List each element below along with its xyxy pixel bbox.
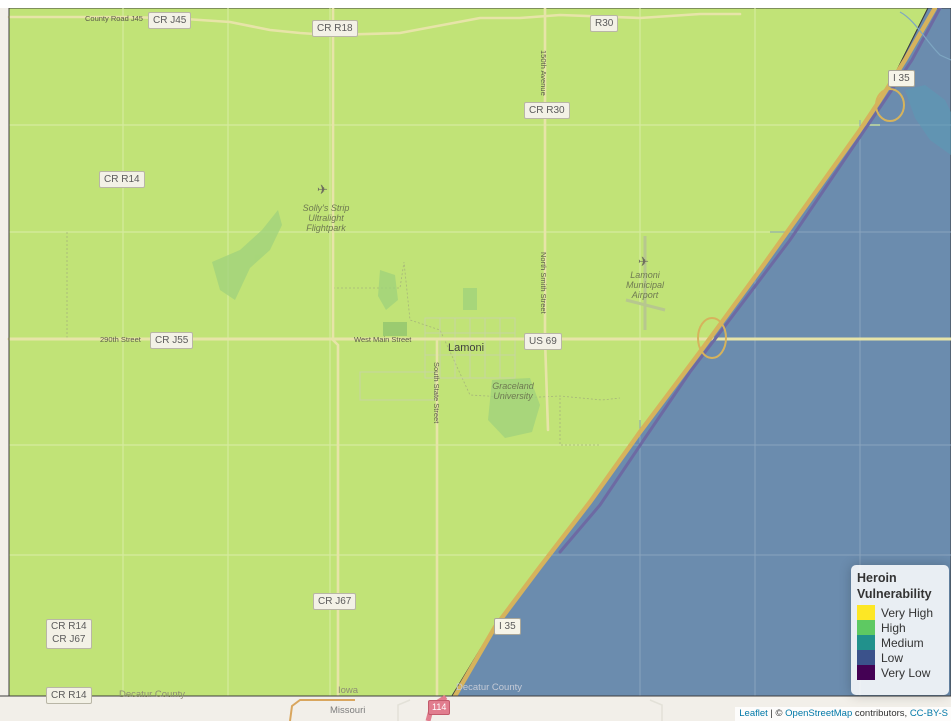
legend-title-line2: Vulnerability: [857, 587, 932, 601]
legend-label: Very High: [881, 605, 934, 620]
leaflet-link[interactable]: Leaflet: [739, 708, 768, 719]
legend-title-line1: Heroin: [857, 571, 897, 585]
shield-i35-north: I 35: [888, 70, 915, 87]
shield-cr-r18: CR R18: [312, 20, 358, 37]
attribution-contributors: contributors,: [852, 708, 910, 719]
attribution-sep: | ©: [767, 708, 786, 719]
poi-lamoni-airport: Lamoni Municipal Airport: [625, 270, 665, 300]
top-frame: [0, 0, 951, 8]
road-name-west-main-street: West Main Street: [354, 335, 412, 344]
shield-cr-j55: CR J55: [150, 332, 194, 349]
shield-cr-r14-j67: CR R14 CR J67: [46, 619, 92, 649]
license-link[interactable]: CC-BY-S: [909, 708, 948, 719]
shield-cr-r30: CR R30: [524, 102, 570, 119]
state-label-missouri: Missouri: [330, 705, 366, 716]
shield-r30-top: R30: [590, 15, 619, 32]
legend-item-very-low: Very Low: [857, 665, 949, 680]
shield-cr-j67: CR J67: [313, 593, 357, 610]
town-label-lamoni: Lamoni: [448, 342, 485, 354]
road-name-county-road-j45: County Road J45: [85, 14, 143, 23]
shield-cr-r14-north: CR R14: [99, 171, 145, 188]
legend-swatch: [857, 665, 875, 680]
shield-i35-south: I 35: [494, 618, 521, 635]
road-name-290th-street: 290th Street: [100, 335, 141, 344]
road-name-north-smith-street: North Smith Street: [539, 252, 548, 314]
legend-label: Low: [881, 650, 904, 665]
legend-swatch: [857, 650, 875, 665]
state-label-iowa: Iowa: [338, 685, 359, 696]
legend-swatch: [857, 605, 875, 620]
legend-swatch: [857, 635, 875, 650]
legend-label: Very Low: [881, 665, 931, 680]
poi-graceland-university: Graceland University: [492, 381, 534, 401]
legend-label: High: [881, 620, 906, 635]
county-label-2: Decatur County: [456, 682, 523, 693]
airplane-icon: ✈: [638, 254, 649, 269]
shield-hwy-114: 114: [428, 700, 451, 715]
road-name-south-state-street: South State Street: [432, 362, 441, 424]
legend-label: Medium: [881, 635, 924, 650]
legend-item-high: High: [857, 620, 949, 635]
legend: Heroin Vulnerability Very High High Medi…: [851, 565, 949, 695]
poi-sollys-strip: Solly's Strip Ultralight Flightpark: [302, 203, 350, 233]
osm-link[interactable]: OpenStreetMap: [785, 708, 853, 719]
shield-cr-j45: CR J45: [148, 12, 192, 29]
attribution: Leaflet | © OpenStreetMap contributors, …: [735, 707, 951, 721]
airplane-icon: ✈: [317, 182, 328, 197]
legend-item-low: Low: [857, 650, 949, 665]
road-name-150th-avenue: 150th Avenue: [539, 50, 548, 96]
county-label-1: Decatur County: [119, 689, 186, 700]
legend-item-very-high: Very High: [857, 605, 949, 620]
shield-cr-r14-south: CR R14: [46, 687, 92, 704]
shield-us-69: US 69: [524, 333, 562, 350]
legend-swatch: [857, 620, 875, 635]
legend-item-medium: Medium: [857, 635, 949, 650]
